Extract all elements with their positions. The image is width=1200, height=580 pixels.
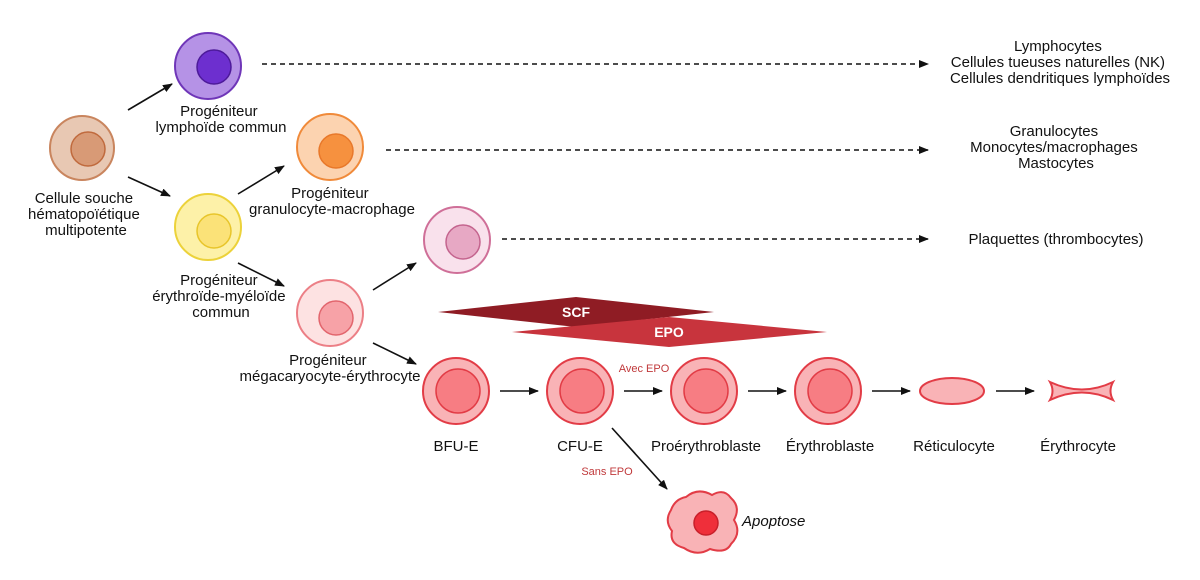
hsc-label: Cellule souche hématopoïétique multipote…: [28, 190, 144, 239]
arrow-megaery-bfu: [372, 342, 417, 365]
stage-label-erythrocyte: Érythrocyte: [1040, 438, 1116, 455]
epo-banner: EPO: [512, 317, 827, 347]
granulo-progenitor-cell: [296, 113, 364, 181]
bfu-e-cell: [422, 357, 490, 425]
apoptosis-label: Apoptose: [741, 513, 805, 530]
arrow-cfu-apoptosis: [611, 427, 668, 490]
stage-label-cfu-e: CFU-E: [557, 438, 603, 455]
granulo-progenitor-label: Progéniteur granulocyte-macrophage: [249, 185, 415, 218]
arrow-hsc-lymphoid: [127, 83, 173, 111]
reticulocyte-cell: [919, 377, 985, 405]
myeloid-progenitor-label: Progéniteur érythroïde-myéloïde commun: [152, 272, 290, 321]
proerythroblast-cell: [670, 357, 738, 425]
megaery-progenitor-cell: [296, 279, 364, 347]
without-epo-label: Sans EPO: [581, 466, 633, 478]
lymphoid-progenitor-label: Progéniteur lymphoïde commun: [156, 103, 287, 136]
stage-label-proerythroblast: Proérythroblaste: [651, 438, 761, 455]
lymphoid-outputs-label: Lymphocytes Cellules tueuses naturelles …: [950, 38, 1170, 87]
arrow-myeloid-megaery: [237, 262, 285, 287]
erythroblast-cell: [794, 357, 862, 425]
cfu-e-cell: [546, 357, 614, 425]
hsc-cell: [49, 115, 115, 181]
stage-label-bfu-e: BFU-E: [434, 438, 479, 455]
erythrocyte-cell: [1047, 379, 1116, 403]
apoptotic-cell: [666, 490, 739, 554]
megakaryocyte-progenitor-cell: [423, 206, 491, 274]
lymphoid-progenitor-cell: [174, 32, 242, 100]
myeloid-progenitor-cell: [174, 193, 242, 261]
arrow-megaery-megakaryocyte: [372, 262, 417, 291]
arrow-myeloid-granulo: [237, 165, 285, 195]
with-epo-label: Avec EPO: [619, 363, 670, 375]
stage-label-reticulocyte: Réticulocyte: [913, 438, 995, 455]
arrows: [127, 60, 1035, 490]
platelets-output-label: Plaquettes (thrombocytes): [968, 231, 1143, 248]
stage-label-erythroblast: Érythroblaste: [786, 438, 874, 455]
megaery-progenitor-label: Progéniteur mégacaryocyte-érythrocyte: [240, 352, 421, 385]
granulo-outputs-label: Granulocytes Monocytes/macrophages Masto…: [970, 123, 1142, 172]
arrow-hsc-myeloid: [127, 176, 171, 197]
epo-label: EPO: [654, 324, 684, 340]
scf-label: SCF: [562, 304, 590, 320]
